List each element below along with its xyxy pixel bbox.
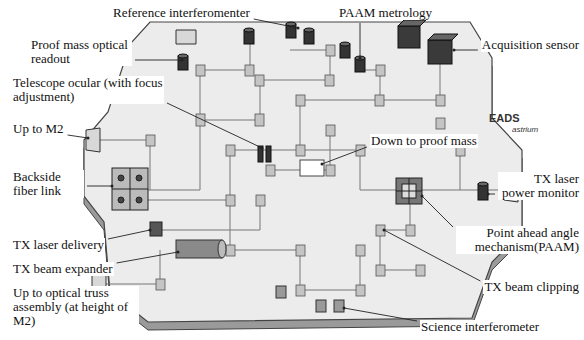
leader-line	[360, 23, 361, 58]
callout-label: Up to M2	[12, 122, 65, 136]
callout-label: Up to optical truss assembly (at height …	[12, 286, 139, 328]
leader-dot	[261, 147, 264, 150]
leader-line	[454, 50, 478, 51]
optical-components	[146, 45, 465, 296]
callout-label: TX beam expander	[12, 262, 114, 276]
leader-line	[344, 308, 417, 321]
leader-dot	[383, 229, 386, 232]
acquisition-sensor	[398, 20, 458, 64]
leader-line	[167, 103, 262, 148]
callout-label: TX beam clipping	[483, 280, 580, 294]
leader-dot	[421, 195, 424, 198]
leader-dot	[359, 57, 362, 60]
leader-line	[87, 186, 112, 187]
callout-label: Backside fiber link	[12, 170, 84, 198]
leader-line	[254, 19, 298, 28]
leader-dot	[487, 193, 490, 196]
leader-line	[117, 252, 178, 263]
leader-dot	[453, 49, 456, 52]
leader-line	[68, 135, 88, 138]
logo-text: EADS	[488, 112, 521, 124]
leader-line	[135, 60, 182, 61]
leader-dot	[111, 185, 114, 188]
logo-text: astrium	[511, 125, 539, 134]
callout-label: Acquisition sensor	[481, 38, 580, 52]
leader-dot	[321, 163, 324, 166]
leader-line	[322, 147, 367, 164]
leader-dot	[297, 27, 300, 30]
beam-expander	[176, 240, 226, 258]
leader-line	[422, 196, 453, 227]
callout-label: Proof mass optical readout	[30, 38, 132, 66]
proof-mass-port	[300, 160, 324, 176]
science-interferometer	[276, 286, 344, 312]
laser-coupler	[150, 222, 162, 236]
callout-label: Science interferometer	[420, 320, 540, 334]
bench-top	[84, 22, 522, 322]
leader-line	[108, 230, 150, 239]
leader-dot	[149, 229, 152, 232]
callout-label: Reference interferomenter	[112, 6, 251, 20]
callout-label: Telescope ocular (with focus adjustment)	[12, 76, 164, 104]
callout-label: Down to proof mass	[370, 134, 478, 148]
leader-dot	[177, 251, 180, 254]
paam-mechanism	[396, 178, 422, 204]
photodiodes	[178, 22, 488, 200]
leader-dot	[87, 137, 90, 140]
fiber-link-box	[112, 168, 148, 210]
callout-label: Point ahead angle mechanism(PAAM)	[456, 226, 580, 254]
callout-label: TX laser delivery	[12, 238, 105, 252]
leader-dot	[181, 59, 184, 62]
callout-label: PAAM metrology	[338, 6, 433, 20]
callout-label: TX laser power monitor	[498, 172, 580, 200]
edge-mirrors	[86, 30, 518, 296]
leader-dot	[343, 307, 346, 310]
